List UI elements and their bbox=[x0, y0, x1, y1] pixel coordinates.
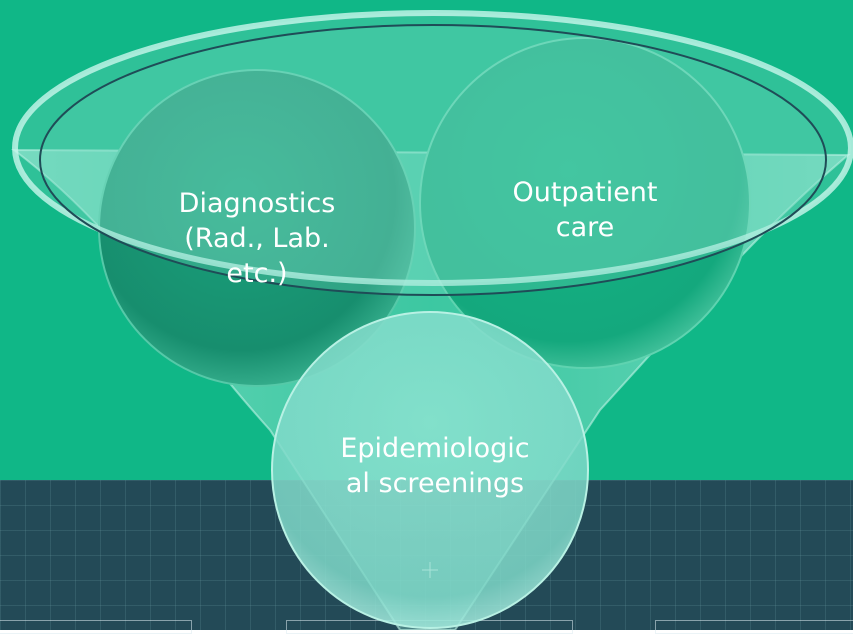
cross-mark bbox=[422, 562, 438, 578]
label-line: care bbox=[555, 212, 615, 243]
label-line: etc.) bbox=[226, 258, 288, 289]
label-line: Diagnostics bbox=[178, 188, 336, 219]
label-line: al screenings bbox=[345, 468, 525, 499]
label-line: Epidemiologic bbox=[340, 433, 530, 464]
funnel-rim-outer bbox=[12, 10, 853, 286]
label-outpatient: Outpatient care bbox=[470, 175, 700, 245]
circle-epidemiologic bbox=[271, 311, 589, 629]
label-line: Outpatient bbox=[512, 177, 658, 208]
label-epidemiologic: Epidemiologic al screenings bbox=[310, 431, 560, 501]
label-diagnostics: Diagnostics (Rad., Lab. etc.) bbox=[142, 186, 372, 291]
circle-outpatient bbox=[419, 37, 751, 369]
funnel-rim-inner bbox=[39, 24, 827, 296]
label-line: (Rad., Lab. bbox=[184, 223, 330, 254]
